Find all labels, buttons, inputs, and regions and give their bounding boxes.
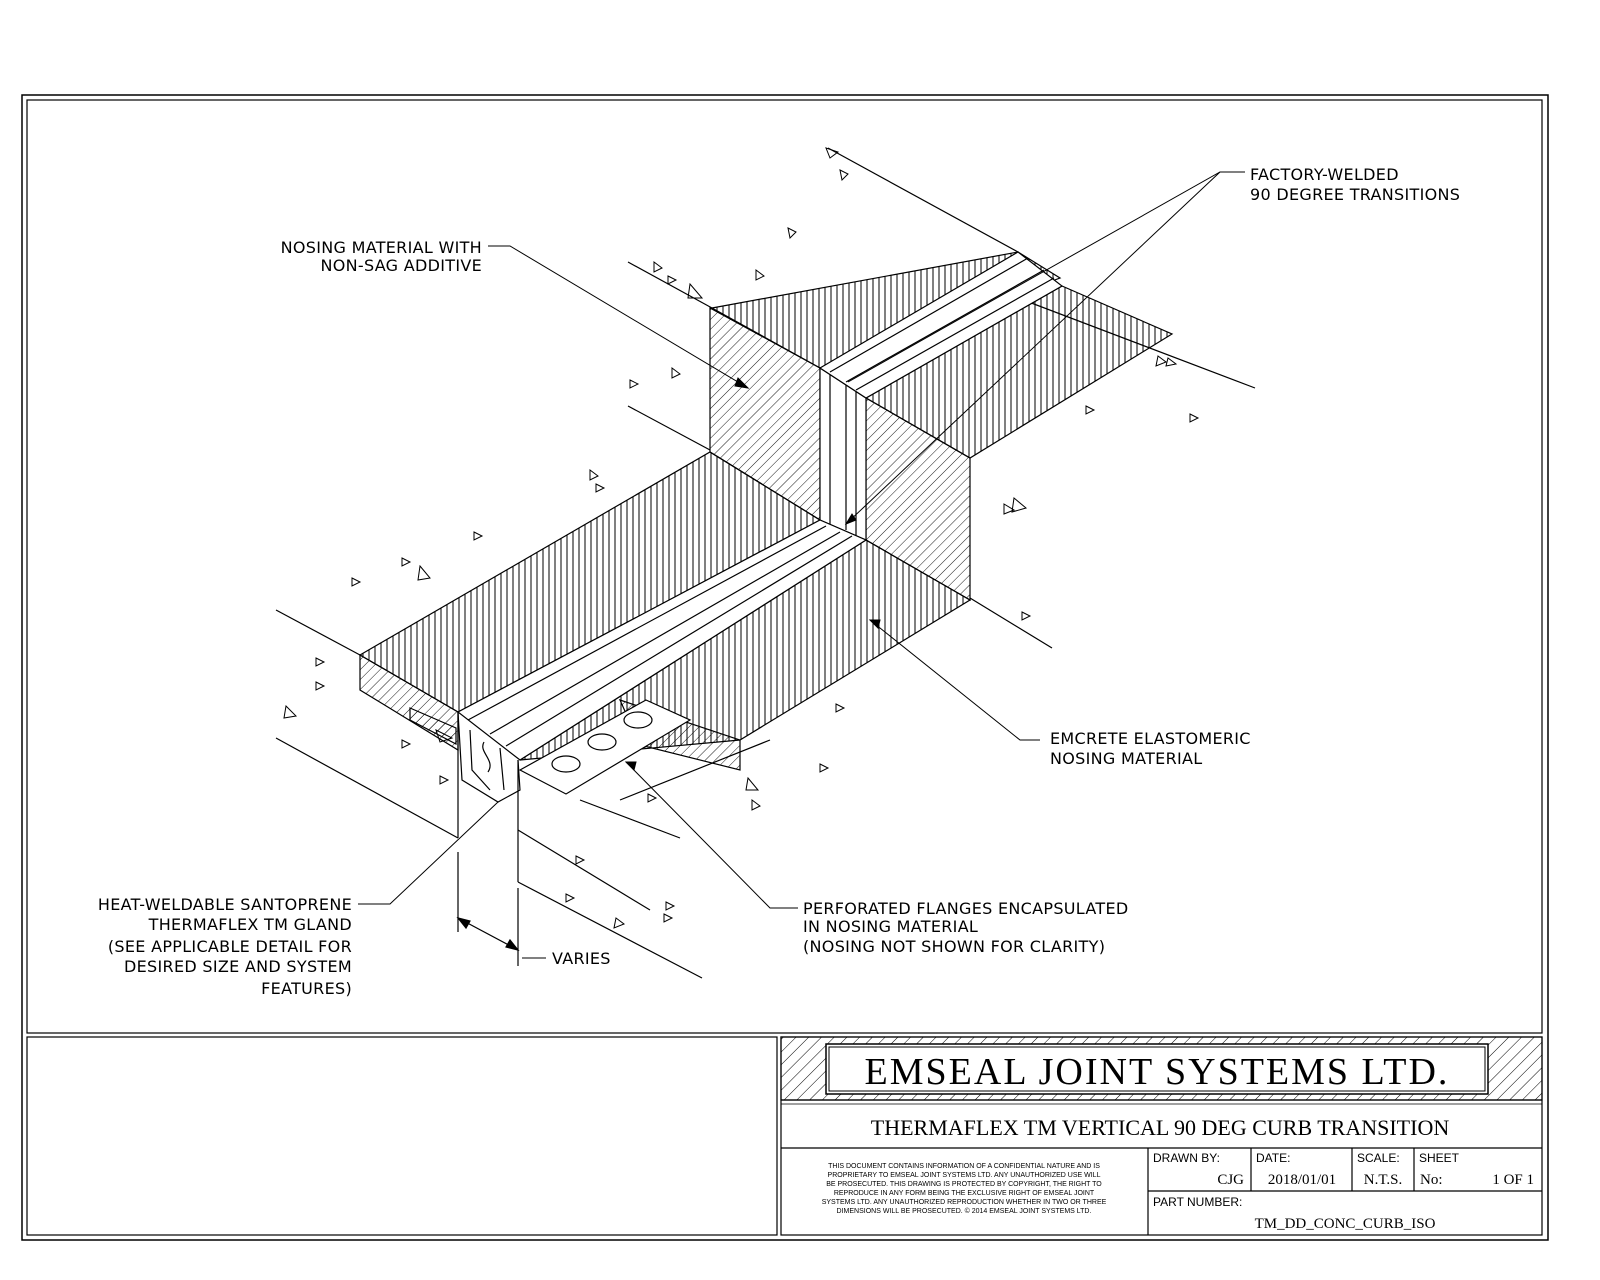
label-emcrete-2: NOSING MATERIAL: [1050, 749, 1202, 768]
label-varies: VARIES: [552, 949, 611, 968]
drawn-by-value: CJG: [1217, 1172, 1244, 1188]
label-perf-1: PERFORATED FLANGES ENCAPSULATED: [803, 899, 1128, 918]
label-heat-4: DESIRED SIZE AND SYSTEM: [124, 957, 352, 976]
label-emcrete-1: EMCRETE ELASTOMERIC: [1050, 729, 1251, 748]
label-factory-1: FACTORY-WELDED: [1250, 165, 1399, 184]
sheet-no-value: 1 OF 1: [1492, 1172, 1534, 1188]
sheet-no-label: No:: [1420, 1172, 1443, 1188]
label-perf-2: IN NOSING MATERIAL: [803, 917, 978, 936]
label-perf-3: (NOSING NOT SHOWN FOR CLARITY): [803, 937, 1105, 956]
label-nosing-1: NOSING MATERIAL WITH: [281, 238, 482, 257]
drawing-border: [26, 99, 1543, 1034]
date-label: DATE:: [1256, 1151, 1290, 1165]
disclaimer-line-3: BE PROSECUTED. THIS DRAWING IS PROTECTED…: [826, 1181, 1102, 1188]
horizontal-gland: [456, 519, 868, 761]
disclaimer-line-1: THIS DOCUMENT CONTAINS INFORMATION OF A …: [828, 1163, 1100, 1170]
scale-value: N.T.S.: [1364, 1172, 1402, 1188]
outer-border: [21, 94, 1549, 1241]
title-block: [780, 1036, 1543, 1236]
disclaimer-line-4: REPRODUCE IN ANY FORM BEING THE EXCLUSIV…: [834, 1190, 1095, 1197]
leader-lines: [358, 171, 1245, 909]
scale-label: SCALE:: [1357, 1151, 1400, 1165]
disclaimer-line-2: PROPRIETARY TO EMSEAL JOINT SYSTEMS LTD.…: [828, 1172, 1101, 1179]
drawing-title: THERMAFLEX TM VERTICAL 90 DEG CURB TRANS…: [871, 1115, 1450, 1140]
disclaimer-line-6: DIMENSIONS WILL BE PROSECUTED. © 2014 EM…: [837, 1207, 1092, 1215]
label-factory-2: 90 DEGREE TRANSITIONS: [1250, 185, 1460, 204]
upper-gland: [818, 251, 1064, 399]
part-number-value: TM_DD_CONC_CURB_ISO: [1255, 1216, 1436, 1232]
label-heat-1: HEAT-WELDABLE SANTOPRENE: [98, 895, 352, 914]
iso-detail: [275, 147, 1256, 979]
label-nosing-2: NON-SAG ADDITIVE: [320, 256, 482, 275]
label-heat-5: FEATURES): [261, 979, 352, 998]
disclaimer-line-5: SYSTEMS LTD. ANY UNAUTHORIZED REPRODUCTI…: [822, 1199, 1107, 1206]
notes-box: [26, 1036, 778, 1236]
label-heat-2: THERMAFLEX TM GLAND: [148, 915, 352, 934]
concrete-aggregate: [283, 147, 1200, 929]
drawn-by-label: DRAWN BY:: [1153, 1151, 1220, 1165]
label-heat-3: (SEE APPLICABLE DETAIL FOR: [108, 937, 352, 956]
part-number-label: PART NUMBER:: [1153, 1195, 1242, 1209]
perforated-flange: [518, 699, 692, 795]
sheet-label: SHEET: [1419, 1151, 1460, 1165]
date-value: 2018/01/01: [1268, 1172, 1336, 1188]
company-name: EMSEAL JOINT SYSTEMS LTD.: [865, 1051, 1450, 1093]
